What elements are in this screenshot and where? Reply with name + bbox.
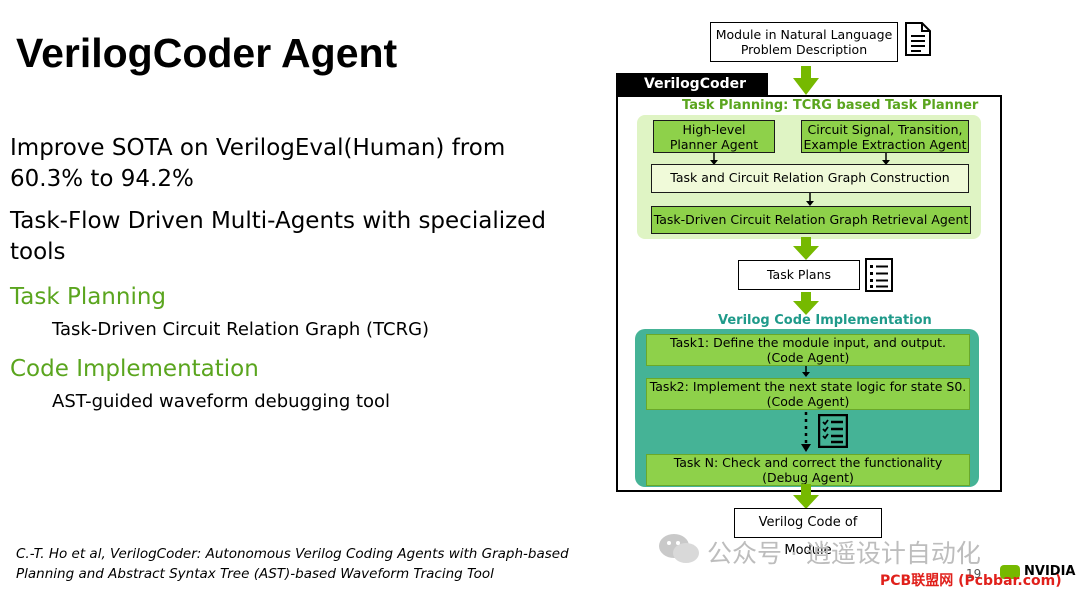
- slide-title: VerilogCoder Agent: [16, 30, 398, 76]
- input-description-box: Module in Natural Language Problem Descr…: [710, 22, 898, 62]
- task-1-line-2: (Code Agent): [766, 350, 850, 365]
- arrow-to-task-plans: [793, 237, 819, 260]
- implementation-section-label: Verilog Code Implementation: [718, 313, 932, 328]
- arrow-input-down: [793, 66, 819, 95]
- dotted-arrow-down: [801, 412, 811, 452]
- planner-agent-line-1: High-level: [682, 122, 746, 137]
- page-number: 19: [966, 567, 982, 581]
- extraction-agent-line-1: Circuit Signal, Transition,: [807, 122, 963, 137]
- arrow-extraction-down: [882, 153, 890, 165]
- bullet-sota: Improve SOTA on VerilogEval(Human) from …: [10, 135, 506, 192]
- nvidia-logo-icon: [1000, 565, 1020, 579]
- heading-task-planning: Task Planning: [10, 284, 167, 310]
- task-2-line-1: Task2: Implement the next state logic fo…: [649, 379, 967, 394]
- extraction-agent-box: Circuit Signal, Transition, Example Extr…: [801, 120, 969, 153]
- task-n-line-1: Task N: Check and correct the functional…: [673, 455, 943, 470]
- citation: C.-T. Ho et al, VerilogCoder: Autonomous…: [16, 544, 569, 584]
- arrow-planner-down: [710, 153, 718, 165]
- input-line-2: Problem Description: [740, 42, 868, 57]
- arrow-to-output: [793, 484, 819, 509]
- task-n-box: Task N: Check and correct the functional…: [646, 454, 970, 486]
- task-1-line-1: Task1: Define the module input, and outp…: [670, 335, 946, 350]
- bullet-multi-agents: Task-Flow Driven Multi-Agents with speci…: [10, 208, 546, 265]
- planner-agent-box: High-level Planner Agent: [653, 120, 775, 153]
- site-watermark: PCB联盟网 (Pcbbar.com): [880, 573, 1062, 589]
- arrow-to-implementation: [793, 292, 819, 315]
- task-checklist-icon: [818, 414, 848, 448]
- task-2-box: Task2: Implement the next state logic fo…: [646, 378, 970, 410]
- arrow-task1-down: [802, 366, 810, 377]
- planner-agent-line-2: Planner Agent: [669, 137, 759, 152]
- planning-section-label: Task Planning: TCRG based Task Planner: [682, 98, 979, 113]
- task-1-box: Task1: Define the module input, and outp…: [646, 334, 970, 366]
- container-label: VerilogCoder: [616, 73, 768, 96]
- output-box: Verilog Code of Module: [734, 508, 882, 558]
- extraction-agent-line-2: Example Extraction Agent: [803, 137, 967, 152]
- retrieval-agent-box: Task-Driven Circuit Relation Graph Retri…: [651, 206, 971, 234]
- citation-line-1: C.-T. Ho et al, VerilogCoder: Autonomous…: [16, 546, 569, 562]
- checklist-icon: [865, 258, 893, 292]
- item-ast-debugging: AST-guided waveform debugging tool: [52, 391, 391, 412]
- graph-construction-box: Task and Circuit Relation Graph Construc…: [651, 164, 969, 193]
- arrow-construction-down: [806, 193, 814, 206]
- task-2-line-2: (Code Agent): [766, 394, 850, 409]
- brand-label: NVIDIA: [1024, 564, 1076, 579]
- task-n-line-2: (Debug Agent): [762, 470, 854, 485]
- citation-line-2: Planning and Abstract Syntax Tree (AST)-…: [16, 566, 494, 582]
- heading-code-implementation: Code Implementation: [10, 356, 259, 382]
- input-line-1: Module in Natural Language: [715, 27, 893, 42]
- wechat-icon: [659, 534, 699, 563]
- item-tcrg: Task-Driven Circuit Relation Graph (TCRG…: [52, 319, 430, 340]
- task-plans-box: Task Plans: [738, 260, 860, 290]
- watermark-text: 公众号 · 逍遥设计自动化: [707, 539, 981, 568]
- document-icon: [905, 22, 931, 56]
